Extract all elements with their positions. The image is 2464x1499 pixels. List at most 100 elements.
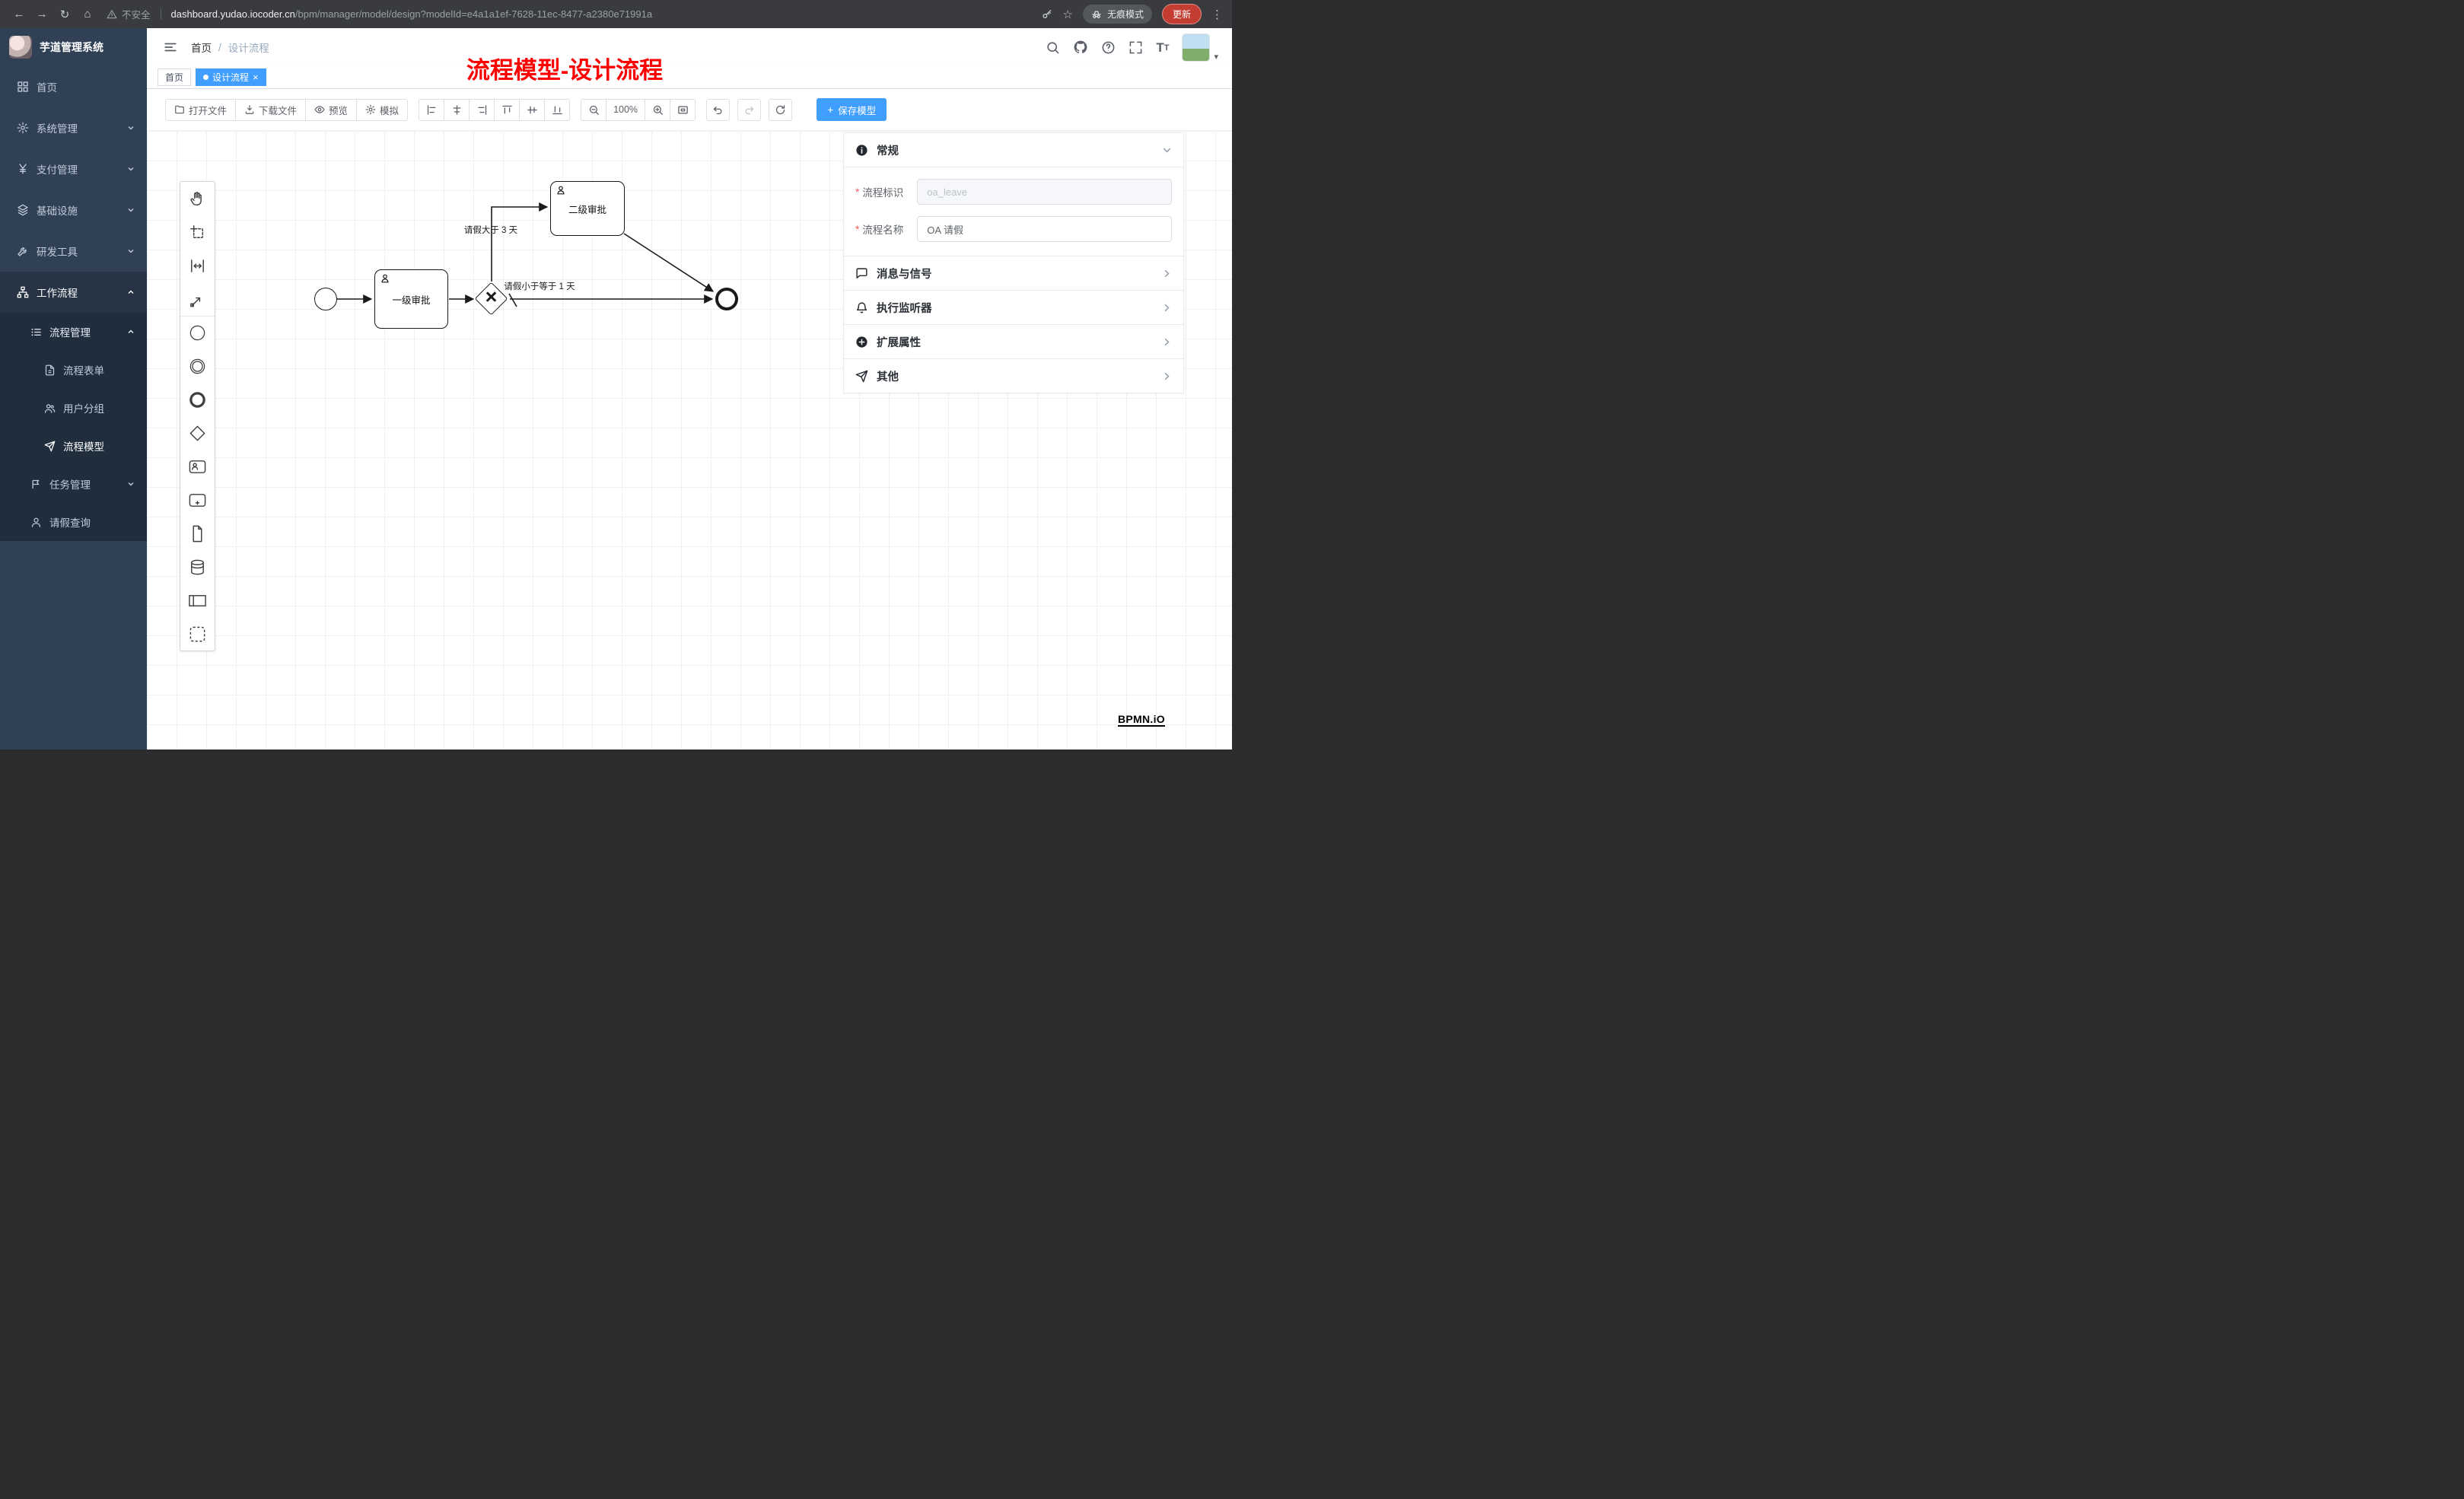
tab-close-icon[interactable]: × (253, 72, 259, 83)
flow-task2-to-end[interactable] (623, 233, 715, 292)
sidebar-item-task-mgmt[interactable]: 任务管理 (0, 465, 147, 503)
sidebar-item-home[interactable]: 首页 (0, 66, 147, 107)
site-security[interactable]: 不安全 (107, 7, 151, 21)
create-group[interactable] (180, 617, 215, 651)
breadcrumb-home[interactable]: 首页 (191, 43, 212, 54)
zoom-out-button[interactable] (581, 98, 607, 121)
hamburger-icon (164, 43, 177, 52)
document-icon (45, 364, 55, 375)
end-event[interactable] (715, 288, 738, 310)
tab-home[interactable]: 首页 (158, 68, 192, 86)
create-end-event[interactable] (180, 383, 215, 416)
process-name-input[interactable] (917, 216, 1172, 242)
create-user-task[interactable] (180, 450, 215, 483)
sidebar-item-system[interactable]: 系统管理 (0, 107, 147, 148)
start-event[interactable] (314, 288, 337, 310)
key-icon[interactable] (1041, 8, 1053, 21)
github-icon[interactable] (1073, 40, 1088, 55)
create-start-event[interactable] (180, 316, 215, 349)
zoom-button-group: 100% (581, 98, 696, 121)
align-left-button[interactable] (419, 98, 445, 121)
sidebar-item-devtools[interactable]: 研发工具 (0, 231, 147, 272)
hand-tool[interactable] (180, 182, 215, 215)
back-button[interactable]: ← (13, 8, 25, 21)
global-connect-tool[interactable] (180, 282, 215, 316)
flow-gateway-to-task2[interactable] (491, 202, 549, 282)
create-participant[interactable] (180, 584, 215, 617)
undo-button[interactable] (706, 98, 731, 121)
create-data-store[interactable] (180, 550, 215, 584)
chevron-up-icon (127, 328, 135, 336)
chevron-down-icon (127, 247, 135, 255)
create-gateway[interactable] (180, 416, 215, 450)
sidebar-collapse-button[interactable] (161, 37, 180, 57)
sidebar-item-infrastructure[interactable]: 基础设施 (0, 189, 147, 231)
zoom-level[interactable]: 100% (606, 98, 646, 121)
section-extended-attributes[interactable]: 扩展属性 (844, 325, 1183, 359)
redo-button[interactable] (737, 98, 762, 121)
section-general[interactable]: 常规 (844, 133, 1183, 167)
sidebar-item-label: 工作流程 (37, 288, 78, 299)
sidebar-item-process-model[interactable]: 流程模型 (0, 427, 147, 465)
space-tool[interactable] (180, 249, 215, 282)
bpmnio-watermark[interactable]: BPMN.iO (1118, 713, 1165, 727)
user-task-level2[interactable]: 二级审批 (550, 181, 625, 236)
zoom-fit-button[interactable] (670, 98, 696, 121)
zoom-in-button[interactable] (645, 98, 671, 121)
search-icon[interactable] (1046, 40, 1060, 55)
lasso-tool[interactable] (180, 215, 215, 249)
sidebar-item-process-mgmt[interactable]: 流程管理 (0, 313, 147, 351)
create-data-object[interactable] (180, 517, 215, 550)
paper-plane-icon (44, 441, 56, 451)
reload-button[interactable]: ↻ (59, 8, 70, 21)
help-icon[interactable] (1101, 40, 1116, 55)
create-subprocess[interactable] (180, 483, 215, 517)
active-tab-dot (203, 75, 209, 80)
address-bar[interactable]: dashboard.yudao.iocoder.cn/bpm/manager/m… (171, 8, 1030, 20)
sidebar-item-leave-query[interactable]: 请假查询 (0, 503, 147, 541)
tab-label: 首页 (165, 72, 184, 83)
eye-icon (314, 106, 325, 113)
chrome-menu-icon[interactable]: ⋮ (1211, 8, 1223, 21)
download-file-button[interactable]: 下载文件 (235, 98, 307, 121)
bpmn-canvas[interactable]: 一级审批 × 二级审批 请假大于 3 天 请假小于等于 1 天 常规 (147, 130, 1232, 750)
section-execution-listeners[interactable]: 执行监听器 (844, 291, 1183, 325)
app-logo[interactable]: 芋道管理系统 (0, 28, 147, 66)
align-bottom-button[interactable] (544, 98, 571, 121)
redo-icon (745, 106, 754, 114)
bell-icon (856, 301, 867, 313)
flow-label-gt3[interactable]: 请假大于 3 天 (463, 226, 518, 235)
task-label: 一级审批 (392, 294, 431, 306)
align-right-icon (478, 104, 486, 115)
align-right-button[interactable] (469, 98, 495, 121)
align-center-button[interactable] (444, 98, 470, 121)
section-other[interactable]: 其他 (844, 359, 1183, 393)
home-button[interactable]: ⌂ (84, 8, 91, 21)
restart-button[interactable] (769, 98, 793, 121)
sidebar-item-process-form[interactable]: 流程表单 (0, 351, 147, 389)
align-middle-button[interactable] (519, 98, 546, 121)
simulate-button[interactable]: 模拟 (356, 98, 409, 121)
gateway-x-marker: × (485, 285, 498, 308)
open-file-button[interactable]: 打开文件 (165, 98, 237, 121)
sidebar-item-payment[interactable]: 支付管理 (0, 148, 147, 189)
sidebar-item-user-group[interactable]: 用户分组 (0, 389, 147, 427)
chevron-down-icon (127, 206, 135, 214)
fullscreen-icon[interactable] (1129, 40, 1143, 55)
chevron-down-icon (127, 165, 135, 173)
update-button[interactable]: 更新 (1161, 4, 1202, 24)
user-menu[interactable]: ▾ (1182, 33, 1218, 62)
user-task-level1[interactable]: 一级审批 (374, 269, 448, 329)
forward-button[interactable]: → (36, 8, 48, 21)
tab-design-process[interactable]: 设计流程 × (196, 68, 266, 86)
flow-label-le1[interactable]: 请假小于等于 1 天 (504, 282, 575, 291)
align-top-button[interactable] (494, 98, 520, 121)
sidebar-item-workflow[interactable]: 工作流程 (0, 272, 147, 313)
bookmark-star-icon[interactable]: ☆ (1062, 8, 1073, 21)
save-model-button[interactable]: + 保存模型 (817, 98, 887, 121)
general-form: * 流程标识 * 流程名称 (844, 167, 1183, 256)
preview-button[interactable]: 预览 (305, 98, 358, 121)
create-intermediate-event[interactable] (180, 349, 215, 383)
section-messages-signals[interactable]: 消息与信号 (844, 256, 1183, 291)
